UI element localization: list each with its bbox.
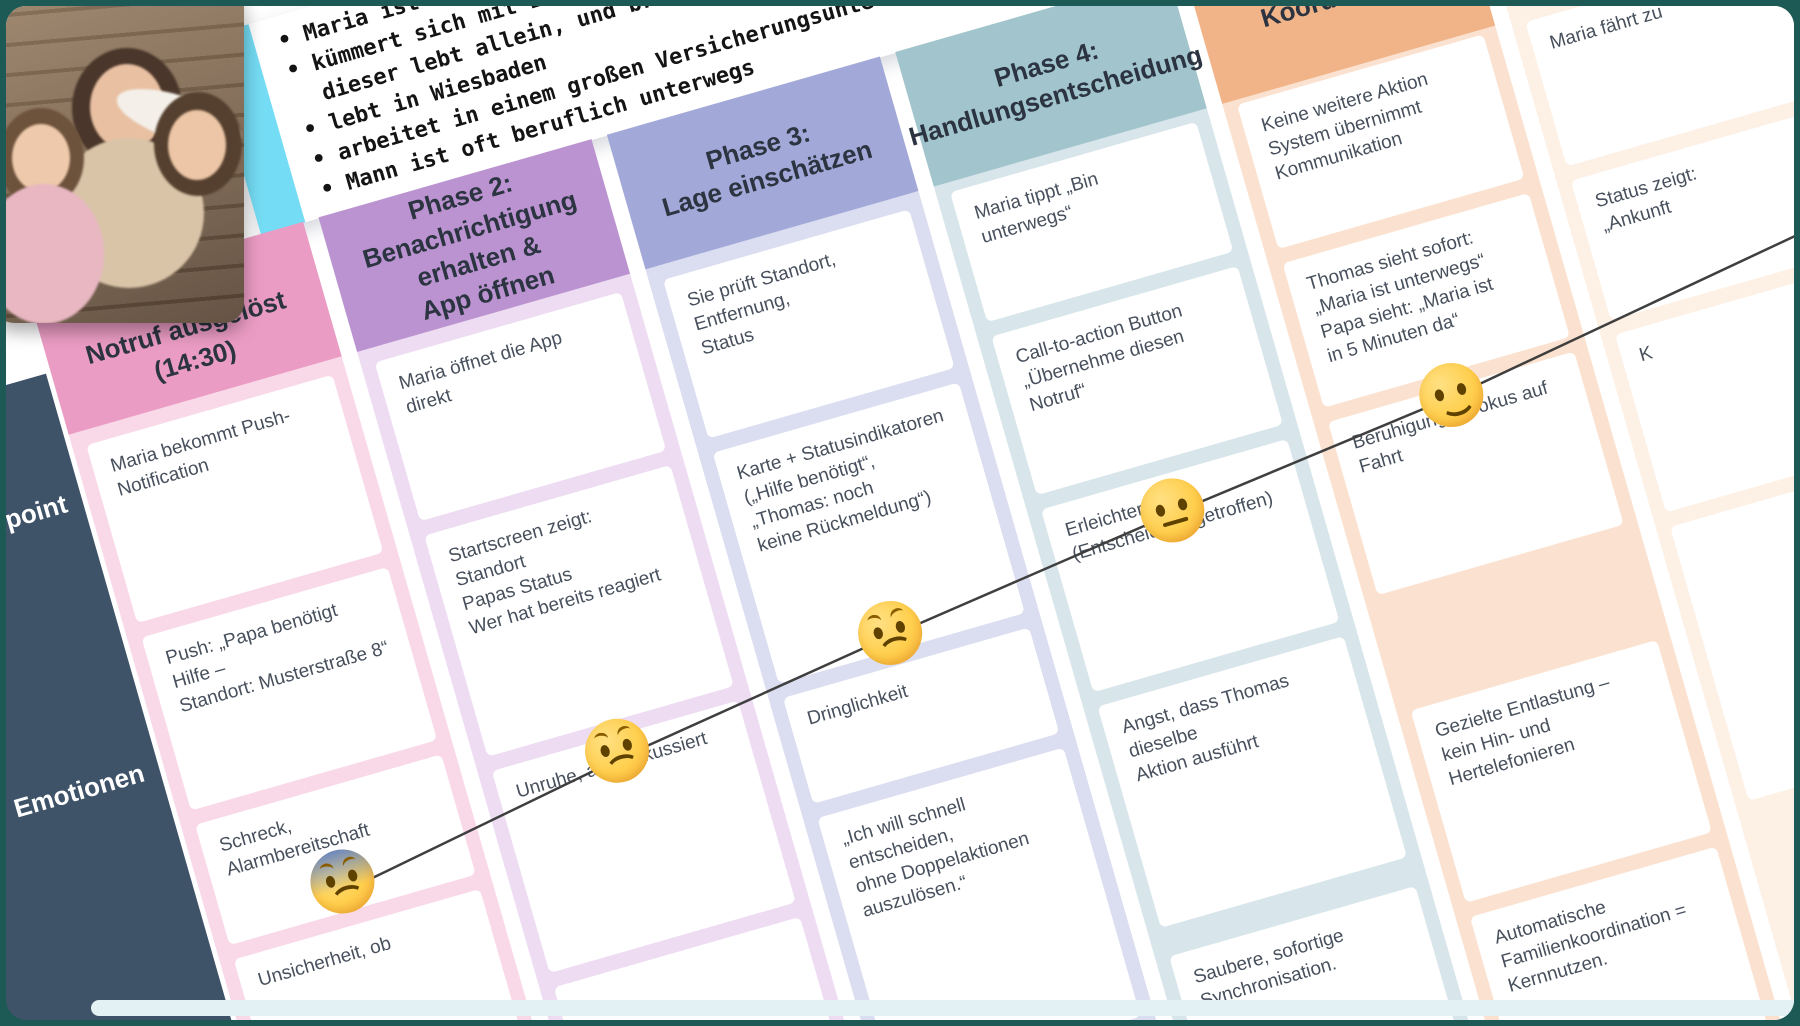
bottom-panel-edge [91,1000,1794,1016]
board-viewport: Touchpoint Emotionen Maria ist verhei kü… [6,6,1794,1020]
sidebar-label-emotionen: Emotionen [10,757,148,824]
photo-figure [168,110,226,180]
photo-figure [12,124,70,192]
sidebar-label-touchpoint: Touchpoint [6,488,71,556]
photo-figure [6,184,104,323]
journey-map-board: Touchpoint Emotionen Maria ist verhei kü… [6,6,1794,1020]
family-photo [6,6,244,323]
